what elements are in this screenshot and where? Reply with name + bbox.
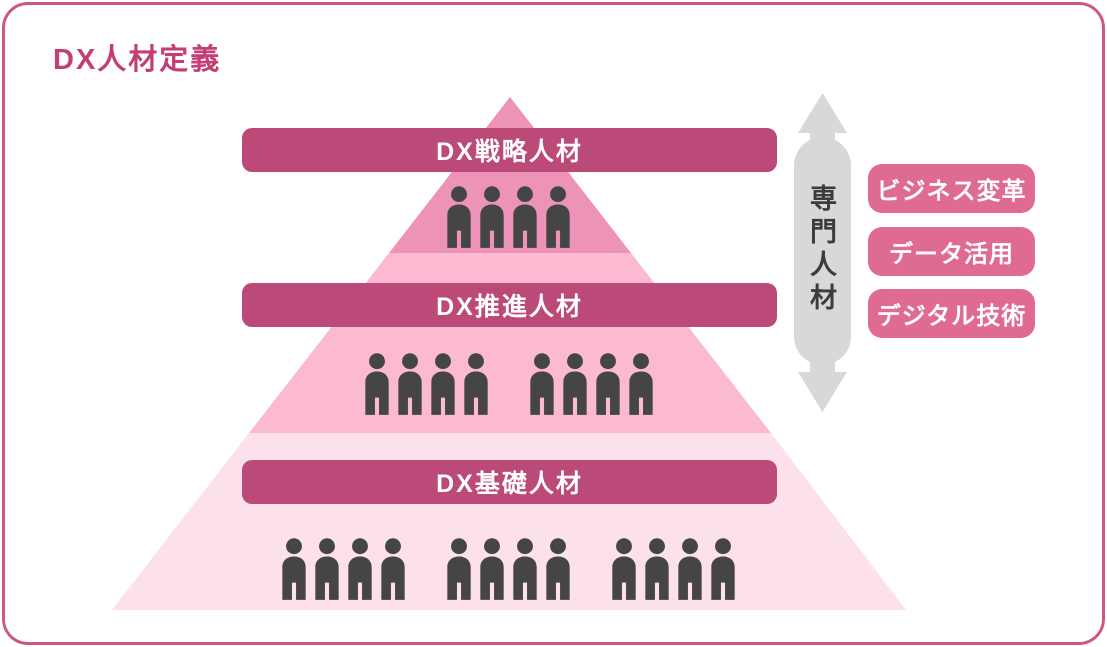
person-icon: [530, 353, 554, 415]
tier-bar-foundation: DX基礎人材: [242, 460, 777, 504]
vertical-label-char: 門: [810, 217, 837, 247]
page-title: DX人材定義: [53, 44, 222, 76]
people-row-strategy: [445, 186, 572, 250]
person-icon: [315, 538, 339, 600]
person-group: [280, 538, 407, 602]
person-group: [445, 538, 572, 602]
person-group: [363, 353, 490, 417]
arrow-up-icon: [798, 93, 847, 133]
person-icon: [596, 353, 620, 415]
person-icon: [447, 186, 471, 248]
person-group: [528, 353, 655, 417]
vertical-label-char: 材: [810, 283, 837, 313]
person-icon: [546, 186, 570, 248]
tier-bar-strategy: DX戦略人材: [242, 128, 777, 172]
person-icon: [678, 538, 702, 600]
person-icon: [447, 538, 471, 600]
person-icon: [513, 186, 537, 248]
person-icon: [546, 538, 570, 600]
person-icon: [365, 353, 389, 415]
person-icon: [464, 353, 488, 415]
person-icon: [348, 538, 372, 600]
pill-digital-technology: デジタル技術: [868, 289, 1035, 338]
pill-business-transformation: ビジネス変革: [868, 164, 1035, 213]
people-row-foundation: [280, 538, 737, 602]
person-group: [445, 186, 572, 250]
person-icon: [563, 353, 587, 415]
person-icon: [645, 538, 669, 600]
vertical-label-char: 人: [810, 250, 837, 280]
person-icon: [711, 538, 735, 600]
specialist-vertical-label: 専門人材: [795, 183, 852, 315]
arrow-down-icon: [798, 372, 847, 412]
person-icon: [629, 353, 653, 415]
person-icon: [431, 353, 455, 415]
person-icon: [282, 538, 306, 600]
person-icon: [381, 538, 405, 600]
person-icon: [480, 538, 504, 600]
person-icon: [513, 538, 537, 600]
person-icon: [398, 353, 422, 415]
person-icon: [612, 538, 636, 600]
pill-data-utilization: データ活用: [868, 227, 1035, 276]
people-row-promotion: [363, 353, 655, 417]
person-group: [610, 538, 737, 602]
tier-bar-promotion: DX推進人材: [242, 283, 777, 327]
vertical-label-char: 専: [810, 184, 837, 214]
person-icon: [480, 186, 504, 248]
specialist-range-arrow: [794, 93, 851, 412]
